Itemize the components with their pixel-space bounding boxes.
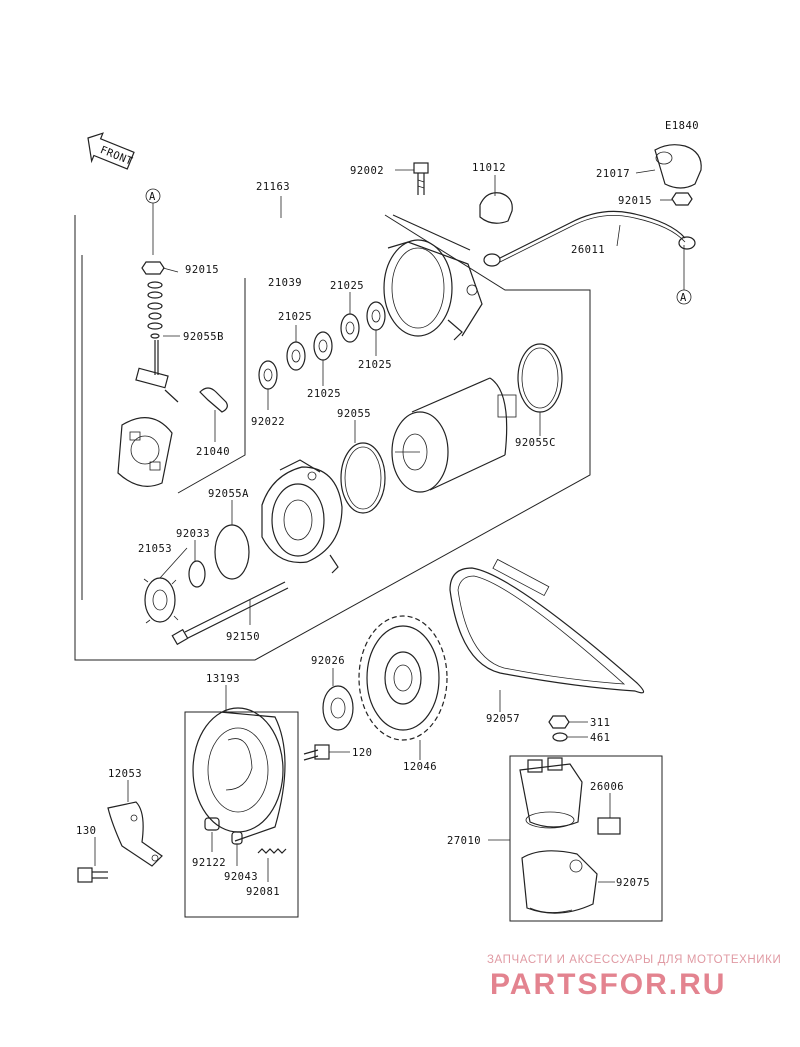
nut-92015-right bbox=[671, 192, 693, 206]
rear-cover bbox=[383, 239, 483, 341]
ref-marker-a-right: A bbox=[676, 245, 692, 305]
starter-assembly-outline bbox=[74, 214, 591, 661]
starter-cable bbox=[483, 210, 696, 267]
o-ring-92055 bbox=[340, 442, 386, 514]
label-92002: 92002 bbox=[350, 165, 384, 177]
label-26006: 26006 bbox=[590, 781, 624, 793]
clutch-bolt bbox=[303, 744, 330, 761]
clutch-box bbox=[184, 711, 299, 918]
o-ring-92055a bbox=[214, 524, 250, 580]
label-21025-low: 21025 bbox=[307, 388, 341, 400]
label-92122: 92122 bbox=[192, 857, 226, 869]
label-21017: 21017 bbox=[596, 168, 630, 180]
label-92033: 92033 bbox=[176, 528, 210, 540]
label-21025-top: 21025 bbox=[330, 280, 364, 292]
pinion-gear bbox=[143, 577, 179, 624]
label-92026: 92026 bbox=[311, 655, 345, 667]
label-92055: 92055 bbox=[337, 408, 371, 420]
label-21040: 21040 bbox=[196, 446, 230, 458]
terminal-cap bbox=[479, 192, 513, 224]
through-bolt bbox=[171, 581, 289, 646]
label-21039: 21039 bbox=[268, 277, 302, 289]
watermark-brand: PARTSFOR.RU bbox=[490, 968, 726, 1001]
starter-clutch bbox=[192, 707, 286, 842]
starter-motor-yoke bbox=[391, 377, 517, 493]
diagram-code: E1840 bbox=[665, 120, 699, 132]
nut-311 bbox=[548, 715, 570, 729]
label-92043: 92043 bbox=[224, 871, 258, 883]
relay-cover bbox=[521, 850, 598, 914]
label-92055b: 92055B bbox=[183, 331, 224, 343]
label-21025-right: 21025 bbox=[358, 359, 392, 371]
bracket-bolt bbox=[77, 867, 108, 883]
watermark-tagline: ЗАПЧАСТИ И АКСЕССУАРЫ ДЛЯ МОТОТЕХНИКИ bbox=[487, 954, 781, 966]
bracket bbox=[107, 801, 163, 867]
bolt-92002 bbox=[413, 162, 429, 195]
relay-box bbox=[509, 755, 663, 922]
label-21053: 21053 bbox=[138, 543, 172, 555]
front-cover bbox=[261, 459, 343, 574]
label-311: 311 bbox=[590, 717, 610, 729]
svg-text:A: A bbox=[680, 292, 687, 304]
label-92081: 92081 bbox=[246, 886, 280, 898]
label-92150: 92150 bbox=[226, 631, 260, 643]
drive-chain bbox=[449, 558, 645, 694]
front-arrow-icon: FRONT bbox=[87, 132, 135, 170]
roller bbox=[204, 817, 220, 831]
label-92055a: 92055A bbox=[208, 488, 249, 500]
label-92015-right: 92015 bbox=[618, 195, 652, 207]
label-21163: 21163 bbox=[256, 181, 290, 193]
label-92057: 92057 bbox=[486, 713, 520, 725]
o-ring-92055c bbox=[517, 343, 563, 413]
label-92022: 92022 bbox=[251, 416, 285, 428]
watermark: ЗАПЧАСТИ И АКСЕССУАРЫ ДЛЯ МОТОТЕХНИКИ PA… bbox=[487, 954, 781, 1001]
svg-text:A: A bbox=[149, 191, 156, 203]
label-120: 120 bbox=[352, 747, 372, 759]
label-92015-left: 92015 bbox=[185, 264, 219, 276]
label-21025-mid: 21025 bbox=[278, 311, 312, 323]
fuse bbox=[597, 817, 621, 835]
brush-holder-bracket-line bbox=[177, 278, 246, 494]
brush-holder-plate bbox=[117, 417, 173, 487]
label-26011: 26011 bbox=[571, 244, 605, 256]
part-labels: E1840 21163 92002 11012 21017 92015 2601… bbox=[76, 120, 699, 898]
terminal-stack bbox=[135, 261, 179, 403]
label-11012: 11012 bbox=[472, 162, 506, 174]
spring bbox=[257, 848, 287, 854]
circlip bbox=[188, 560, 206, 588]
label-27010: 27010 bbox=[447, 835, 481, 847]
boot-cap bbox=[654, 144, 702, 189]
starter-sprocket bbox=[358, 615, 448, 741]
ref-marker-a-left: A bbox=[145, 188, 161, 255]
label-13193: 13193 bbox=[206, 673, 240, 685]
label-130: 130 bbox=[76, 825, 96, 837]
label-461: 461 bbox=[590, 732, 610, 744]
starter-relay bbox=[519, 757, 583, 829]
leader-lines bbox=[94, 169, 672, 883]
washer-461 bbox=[552, 732, 568, 742]
label-12046: 12046 bbox=[403, 761, 437, 773]
label-92055c: 92055C bbox=[515, 437, 556, 449]
label-92075: 92075 bbox=[616, 877, 650, 889]
cover-guide-line bbox=[392, 214, 471, 251]
brush-clip bbox=[199, 387, 228, 413]
label-12053: 12053 bbox=[108, 768, 142, 780]
thrust-washer bbox=[322, 685, 354, 731]
pin bbox=[231, 831, 243, 845]
